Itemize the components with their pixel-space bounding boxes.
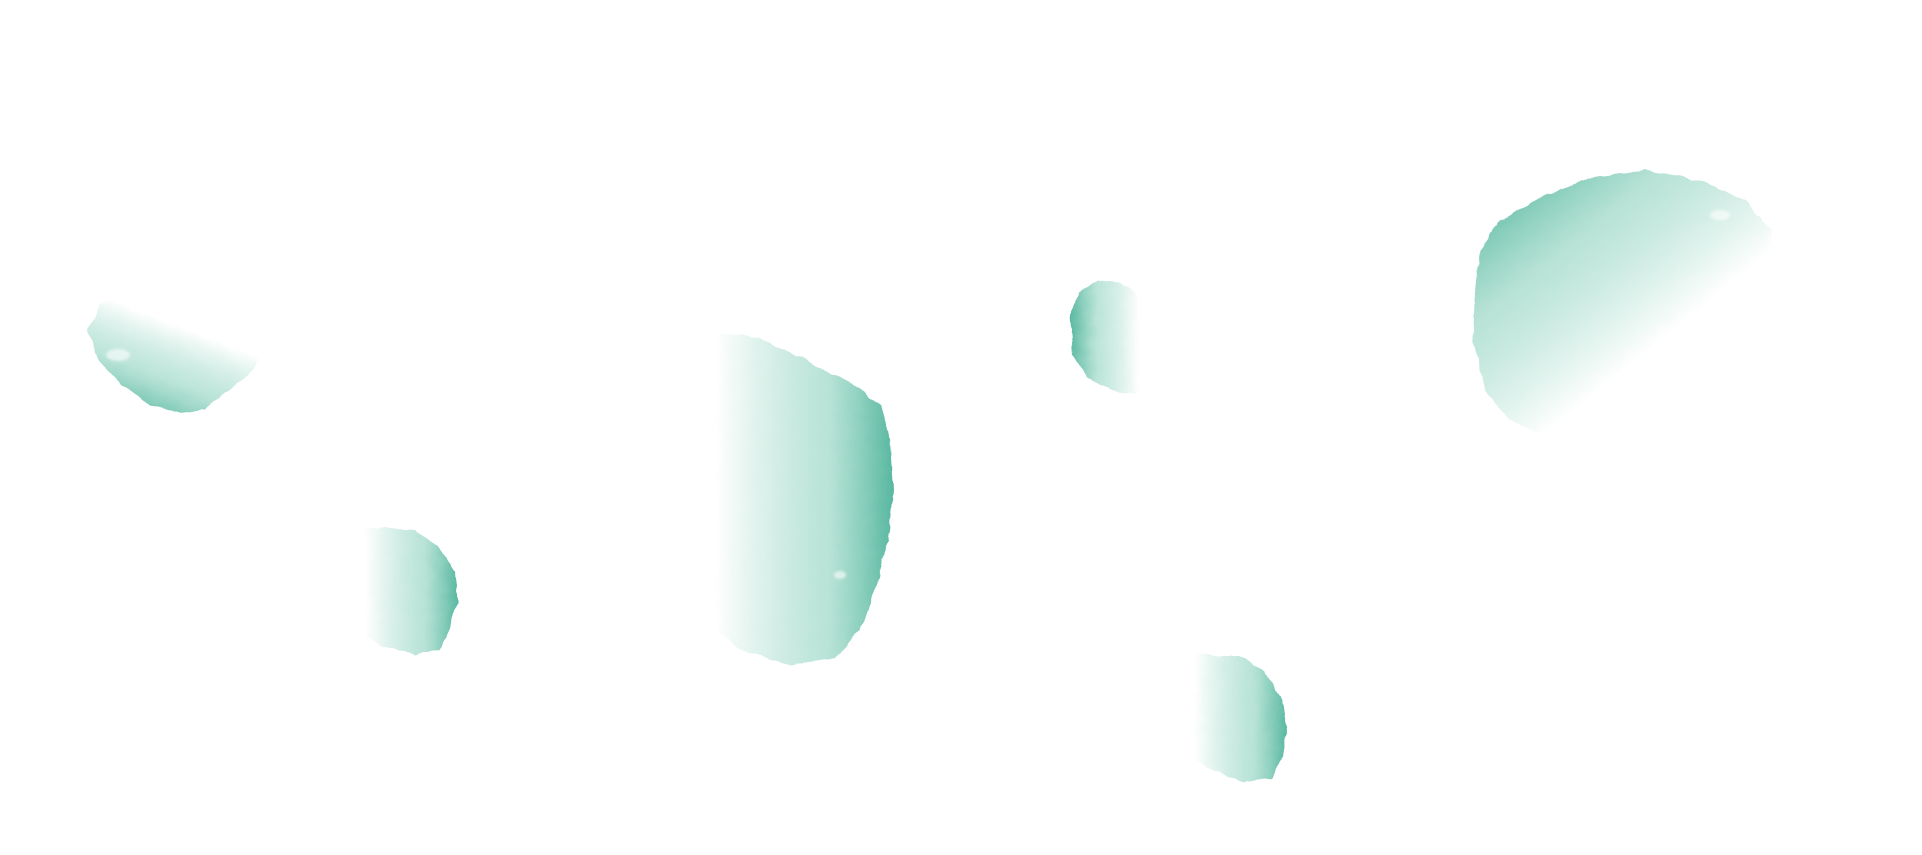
fragment-lower-center <box>1155 655 1287 782</box>
fragment-right-large <box>1473 170 1778 450</box>
fragment-highlights <box>106 210 1730 579</box>
fragment-left-small <box>88 290 265 413</box>
fragment-lower-left <box>326 528 458 655</box>
fragment-center-tiny <box>1070 280 1162 395</box>
fragment-center-large <box>640 332 893 665</box>
